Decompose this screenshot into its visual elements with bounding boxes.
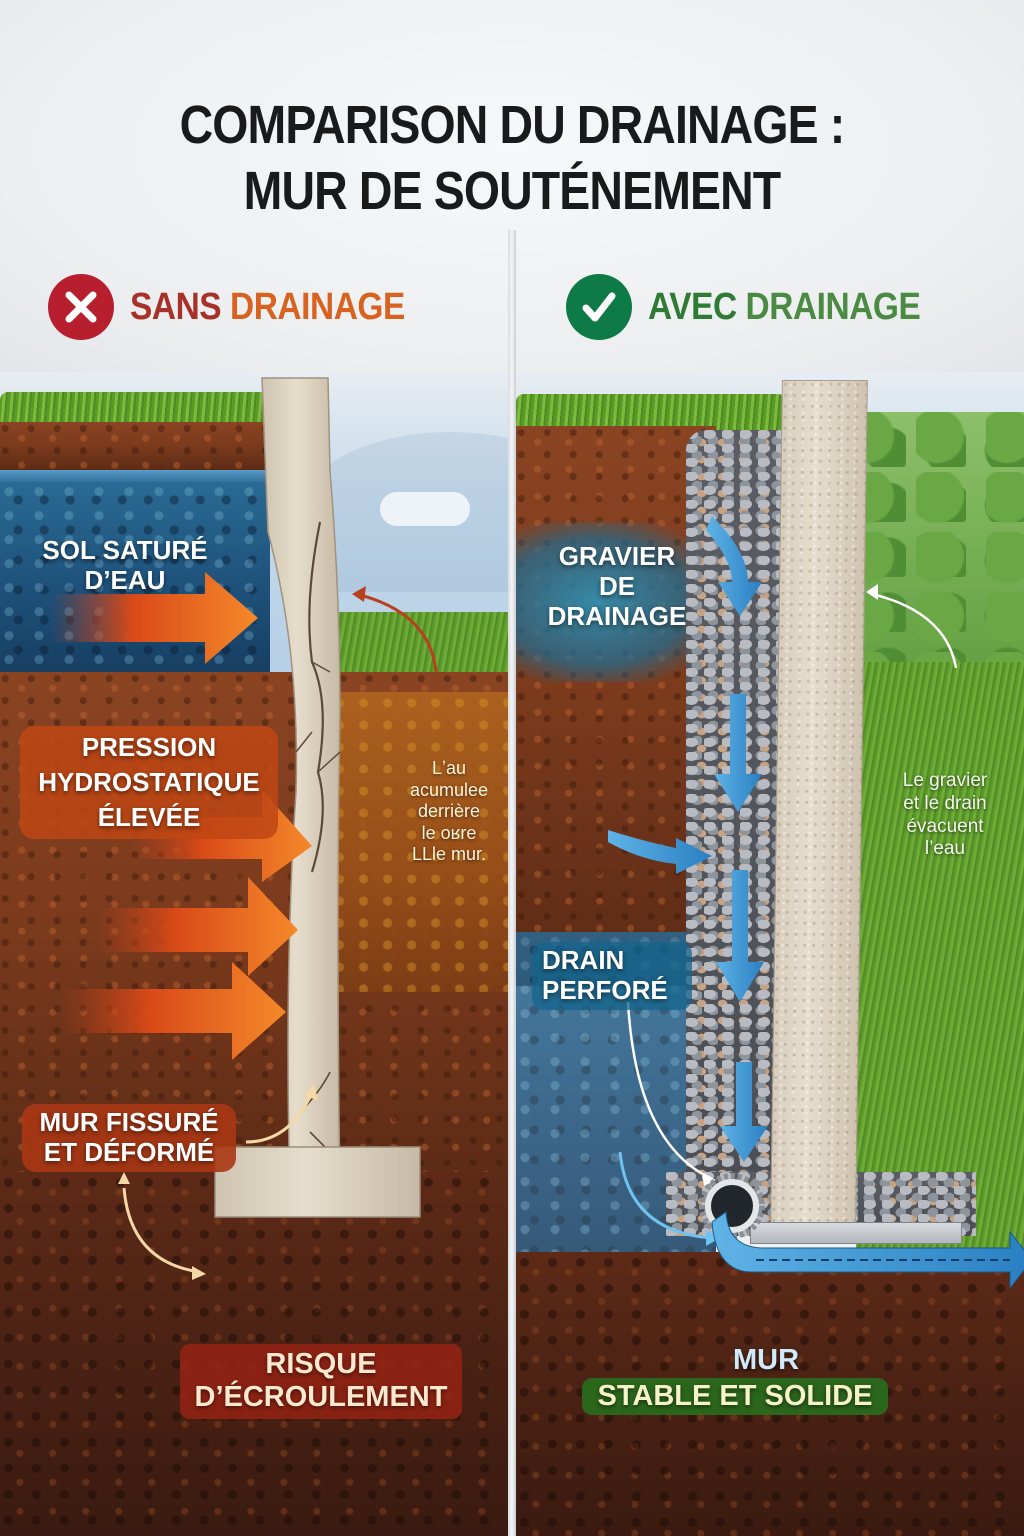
water-surface bbox=[0, 470, 270, 484]
curved-arrow-icon bbox=[245, 1091, 314, 1144]
outflow-arrow-icon bbox=[711, 1211, 1024, 1290]
label-stable-wall-line-2: STABLE ET SOLIDE bbox=[582, 1378, 888, 1416]
label-collapse-risk: RISQUE D’ÉCROULEMENT bbox=[180, 1344, 462, 1419]
label-cracked-wall: MUR FISSURÉ ET DÉFORMÉ bbox=[22, 1104, 236, 1172]
soil-top bbox=[0, 422, 270, 472]
cloud bbox=[380, 492, 470, 526]
title-line-2: MUR DE SOUTÉNEMENT bbox=[243, 161, 782, 221]
wall-footing bbox=[214, 1146, 421, 1218]
note-evacuation: Le gravier et le drain évacuent l’eau bbox=[902, 770, 988, 860]
curved-arrow-icon bbox=[618, 1151, 713, 1240]
page-title: COMPARISON DU DRAINAGE : MUR DE SOUTÉNEM… bbox=[72, 92, 953, 224]
curved-arrow-icon bbox=[355, 592, 438, 673]
title-line-1: COMPARISON DU DRAINAGE : bbox=[179, 95, 846, 155]
heading-without-drainage-text: SANS DRAINAGE bbox=[130, 285, 405, 328]
arrow-right-icon bbox=[95, 877, 298, 976]
water-flow bbox=[608, 516, 1024, 1290]
arrow-down-icon bbox=[706, 516, 762, 616]
arrow-right-icon bbox=[50, 572, 258, 664]
arrow-down-icon bbox=[716, 870, 764, 1002]
heading-with-drainage: AVEC DRAINAGE bbox=[566, 272, 958, 342]
note-water-accumulation: Lʼau acumulee derrière le oʁre LLle mur. bbox=[409, 758, 489, 865]
label-drainage-gravel: GRAVIER DE DRAINAGE bbox=[547, 541, 687, 631]
x-mark-icon bbox=[48, 274, 114, 340]
label-saturated-soil: SOL SATURÉ D’EAU bbox=[42, 535, 208, 595]
heading-without-drainage: SANS DRAINAGE bbox=[48, 272, 442, 342]
panel-without-drainage: SOL SATURÉ D’EAU PRESSION HYDROSTATIQUE … bbox=[0, 372, 508, 1536]
check-mark-icon bbox=[566, 274, 632, 340]
panel-divider bbox=[508, 230, 516, 1536]
label-hydrostatic-pressure: PRESSION HYDROSTATIQUE ÉLEVÉE bbox=[20, 726, 278, 839]
curved-arrow-icon bbox=[122, 1187, 201, 1274]
heading-with-drainage-text: AVEC DRAINAGE bbox=[648, 285, 921, 328]
wet-soil-patch bbox=[330, 692, 508, 992]
panel-with-drainage: GRAVIER DE DRAINAGE DRAIN PERFORÉ Le gra… bbox=[516, 372, 1024, 1536]
arrow-down-icon bbox=[714, 694, 762, 812]
soil-layer bbox=[516, 426, 716, 986]
blue-haze bbox=[516, 522, 716, 682]
curved-arrow-icon bbox=[871, 592, 958, 669]
cracked-wall bbox=[214, 377, 421, 1218]
arrow-right-icon bbox=[60, 962, 286, 1060]
arrow-down-icon bbox=[720, 1062, 768, 1162]
perforated-drain-pipe bbox=[699, 1173, 765, 1239]
arrow-right-icon bbox=[608, 830, 712, 874]
curved-arrow-icon bbox=[626, 1001, 711, 1180]
label-perforated-drain: DRAIN PERFORÉ bbox=[532, 942, 692, 1010]
trees-background bbox=[846, 412, 1024, 702]
label-stable-wall-line-1: MUR bbox=[732, 1344, 800, 1376]
